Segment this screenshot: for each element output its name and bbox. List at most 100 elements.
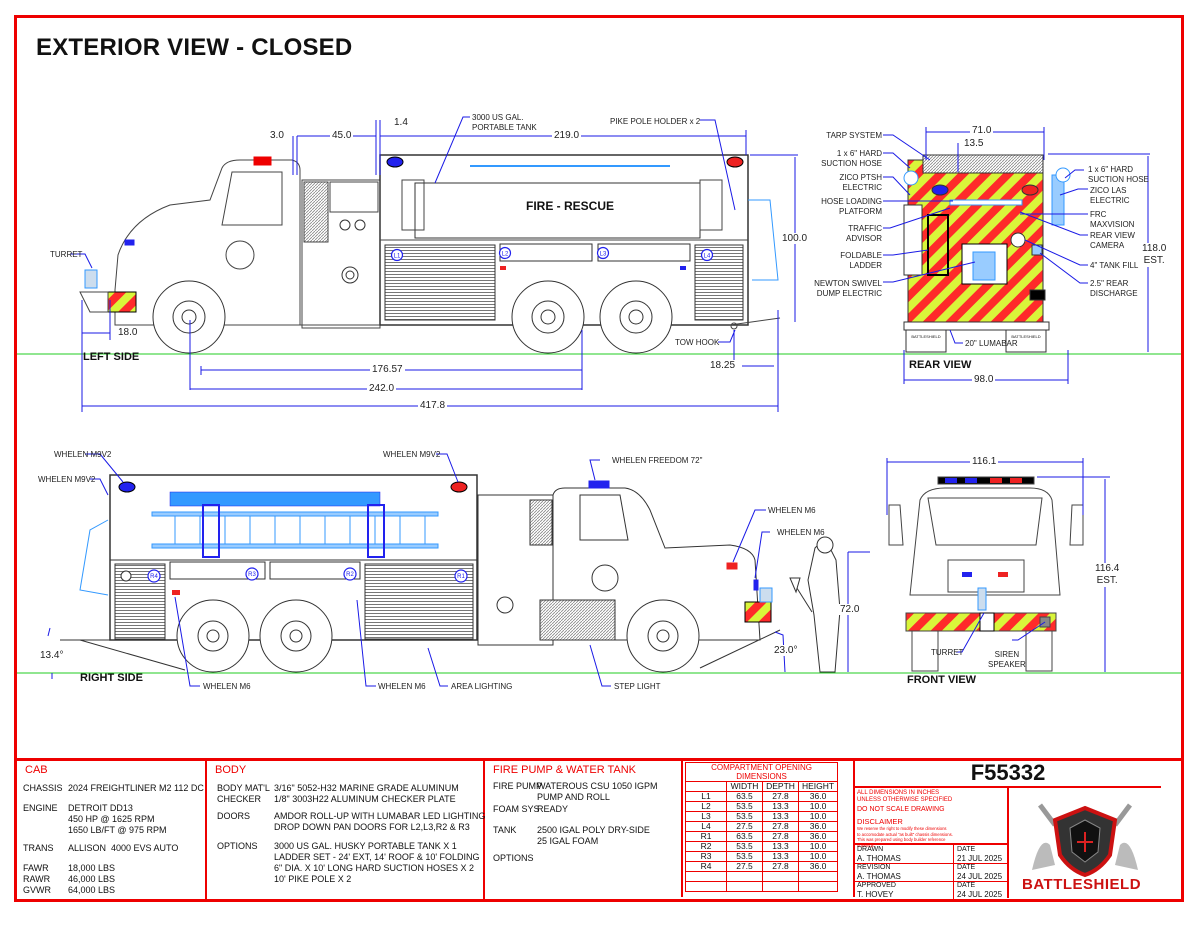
dim-front-width: 116.1 (970, 456, 999, 467)
callout-turret-left: TURRET (50, 250, 83, 259)
callout-whelen-m6-rear-body: WHELEN M6 (203, 682, 251, 691)
view-label-left-side: LEFT SIDE (83, 351, 140, 363)
compartment-table-header-row: WIDTH DEPTH HEIGHT (685, 781, 839, 792)
col-header-width: WIDTH (726, 781, 763, 792)
callout-whelen-m6-side: WHELEN M6 (777, 528, 825, 537)
rear-callout-lumabar: 20" LUMABAR (965, 339, 1018, 348)
view-label-front: FRONT VIEW (907, 674, 977, 686)
compartment-table-heading: COMPARTMENT OPENING DIMENSIONS (684, 762, 839, 782)
shield-emblem-icon (1032, 803, 1138, 878)
signoff-revision-role: REVISION (857, 864, 891, 871)
pump-value-fire-pump: WATEROUS CSU 1050 IGPM PUMP AND ROLL (537, 781, 658, 802)
rear-callout-zico-las: ZICO LAS ELECTRIC (1090, 186, 1130, 205)
dim-rear-71-0: 71.0 (970, 125, 994, 136)
body-key-options: OPTIONS (217, 841, 258, 851)
signoff-drawn-role: DRAWN (857, 846, 884, 853)
rear-callout-rear-discharge: 2.5" REAR DISCHARGE (1090, 279, 1138, 298)
depth-cell: 13.3 (762, 851, 799, 862)
signoff-approved-name: T. HOVEY (857, 890, 894, 899)
body-heading: BODY (215, 764, 247, 776)
drawing-number: F55332 (855, 760, 1161, 788)
drawing-sheet-border (14, 15, 1184, 902)
dim-242-0: 242.0 (367, 383, 397, 394)
dim-rear-13-5: 13.5 (962, 138, 986, 149)
signoff-revision-name: A. THOMAS (857, 872, 901, 881)
rear-callout-tank-fill: 4" TANK FILL (1090, 261, 1139, 270)
note-disclaimer: We reserve the right to modify these dim… (857, 826, 953, 848)
width-cell: 53.5 (726, 841, 763, 852)
height-cell: 10.0 (797, 841, 839, 852)
dim-person-height: 72.0 (838, 604, 862, 615)
cab-key-weights: FAWR RAWR GVWR (23, 863, 51, 895)
dim-angle-approach: 23.0° (772, 645, 800, 656)
compartment-tag-l4: L4 (704, 254, 711, 260)
compartment-tag-l2: L2 (502, 252, 509, 258)
callout-whelen-m9v2-rear-side: WHELEN M9V2 (38, 475, 96, 484)
callout-siren-speaker: SIREN SPEAKER (988, 650, 1026, 669)
cab-value-chassis: 2024 FREIGHTLINER M2 112 DC (68, 783, 204, 793)
signoff-revision-date: 24 JUL 2025 (957, 872, 1003, 881)
compartment-tag-l1: L1 (394, 254, 401, 260)
rear-callout-hose-loading-platform: HOSE LOADING PLATFORM (821, 197, 882, 216)
width-cell: 27.5 (726, 821, 763, 832)
dim-100-0: 100.0 (780, 233, 810, 244)
dim-219-0: 219.0 (552, 130, 582, 141)
note-scale: DO NOT SCALE DRAWING (857, 806, 945, 813)
callout-portable-tank: 3000 US GAL. PORTABLE TANK (472, 113, 537, 132)
compartment-row (685, 881, 839, 892)
depth-cell: 13.3 (762, 841, 799, 852)
col-header-height: HEIGHT (797, 781, 839, 792)
rear-callout-foldable-ladder: FOLDABLE LADDER (840, 251, 882, 270)
dim-rear-98-0: 98.0 (972, 374, 996, 385)
signoff-drawn-name: A. THOMAS (857, 854, 901, 863)
col-header-blank (685, 781, 727, 792)
signoff-approved-date: 24 JUL 2025 (957, 890, 1003, 899)
depth-cell: 27.8 (762, 861, 799, 872)
rear-callout-zico-ptsh: ZICO PTSH ELECTRIC (839, 173, 882, 192)
compartment-id-cell: L1 (685, 791, 727, 802)
view-label-rear: REAR VIEW (909, 359, 972, 371)
depth-cell: 13.3 (762, 811, 799, 822)
signoff-drawn-date: 21 JUL 2025 (957, 854, 1003, 863)
compartment-tag-r3: R3 (248, 572, 256, 578)
cab-key-trans: TRANS (23, 843, 54, 853)
height-cell: 36.0 (797, 831, 839, 842)
cab-value-trans: ALLISON 4000 EVS AUTO (68, 843, 179, 853)
cab-key-chassis: CHASSIS (23, 783, 63, 793)
left-side-leaders (70, 116, 736, 343)
pump-value-tank: 2500 IGAL POLY DRY-SIDE 25 IGAL FOAM (537, 825, 650, 846)
rear-callout-frc-maxvision: FRC MAXVISION (1090, 210, 1135, 229)
callout-whelen-m6-mid-body: WHELEN M6 (378, 682, 426, 691)
cab-value-weights: 18,000 LBS 46,000 LBS 64,000 LBS (68, 863, 116, 895)
depth-cell (762, 881, 799, 892)
dim-417-8: 417.8 (418, 400, 448, 411)
battleshield-logo: BATTLESHIELD (1010, 790, 1160, 896)
height-cell: 10.0 (797, 811, 839, 822)
rear-callout-rear-view-camera: REAR VIEW CAMERA (1090, 231, 1135, 250)
width-cell (726, 871, 763, 882)
page-title: EXTERIOR VIEW - CLOSED (36, 34, 353, 61)
firefighter-figure (807, 543, 841, 673)
height-cell: 36.0 (797, 861, 839, 872)
signoff-approved-date-label: DATE (957, 882, 976, 889)
rear-callout-suction-hose-right: 1 x 6" HARD SUCTION HOSE (1088, 165, 1149, 184)
right-side-truck (60, 474, 841, 673)
compartment-id-cell: R1 (685, 831, 727, 842)
compartment-id-cell (685, 871, 727, 882)
cab-key-engine: ENGINE (23, 803, 58, 813)
rear-callout-traffic-advisor: TRAFFIC ADVISOR (845, 224, 882, 243)
callout-area-lighting: AREA LIGHTING (451, 682, 513, 691)
left-side-truck (79, 154, 781, 354)
right-side-leaders (47, 453, 870, 687)
callout-pike-pole-holder: PIKE POLE HOLDER x 2 (610, 117, 701, 126)
col-header-depth: DEPTH (762, 781, 799, 792)
pump-key-tank: TANK (493, 825, 517, 835)
pump-key-options: OPTIONS (493, 853, 534, 863)
pump-key-fire-pump: FIRE PUMP (493, 781, 543, 791)
callout-whelen-m9v2-rear-top: WHELEN M9V2 (54, 450, 112, 459)
